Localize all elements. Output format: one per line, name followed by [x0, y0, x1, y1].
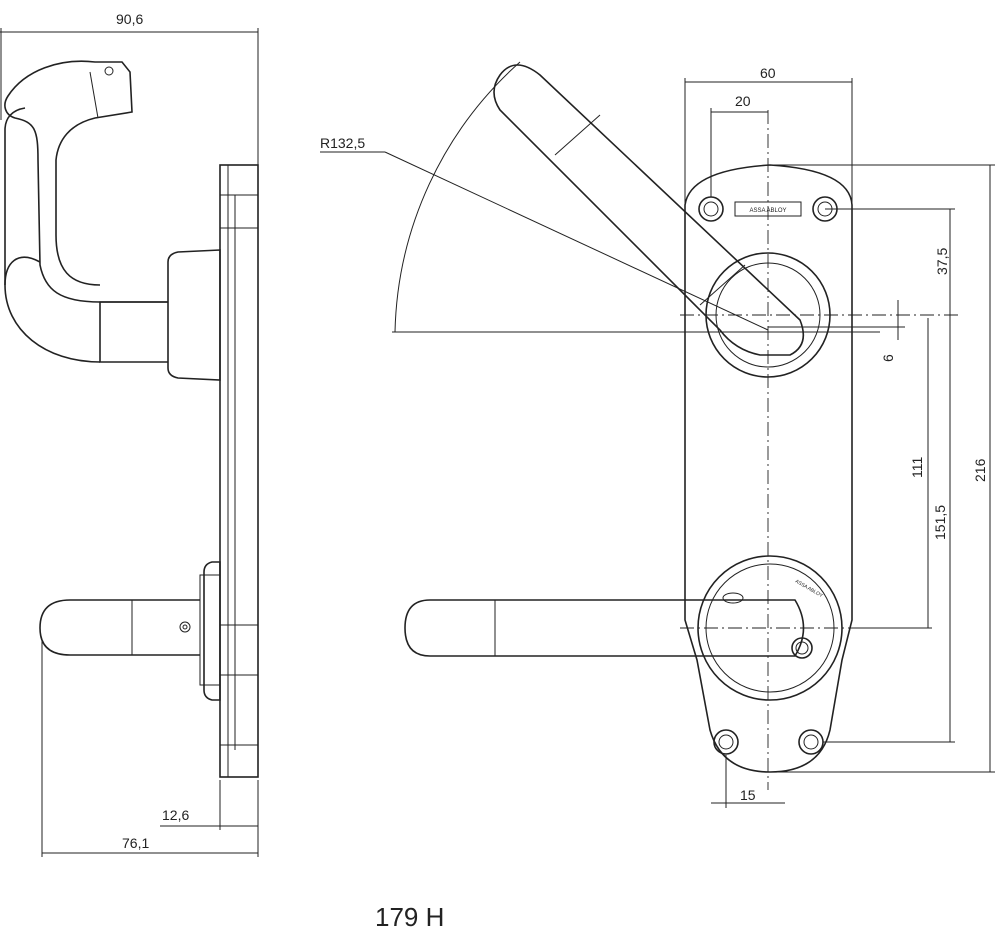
side-bottom-rose — [203, 561, 221, 701]
side-backplate — [219, 164, 259, 778]
front-top-lever-raised — [493, 64, 805, 356]
side-bottom-setscrew — [179, 621, 191, 633]
dim-center-to-center: 151,5 — [932, 505, 948, 540]
dim-spindle-offset: 6 — [880, 354, 896, 362]
model-caption: 179 H — [375, 902, 444, 932]
dim-spindle-to-key: 111 — [909, 457, 925, 478]
side-top-setscrew — [104, 66, 114, 76]
dim-side-width: 90,6 — [116, 11, 143, 27]
screw-bottom-left — [713, 729, 739, 755]
dim-plate-thickness: 12,6 — [162, 807, 189, 823]
side-top-lever — [4, 60, 168, 303]
screw-top-left — [698, 196, 724, 222]
dim-radius: R132,5 — [320, 135, 365, 151]
rosette-mark-text: ASSA ABLOY — [794, 579, 824, 600]
front-bottom-lever — [404, 599, 805, 657]
radius-arc — [394, 61, 521, 333]
side-top-rose — [167, 249, 221, 381]
dim-plate-height: 216 — [972, 458, 988, 482]
front-bottom-rose — [697, 555, 843, 701]
dim-side-projection: 76,1 — [122, 835, 149, 851]
side-top-lever-neck — [99, 301, 168, 363]
dim-bottom-screw-spacing: 15 — [740, 787, 756, 803]
dim-screw-spacing-top: 20 — [735, 93, 751, 109]
front-backplate — [684, 164, 853, 773]
dim-offset-top: 37,5 — [934, 248, 950, 275]
side-bottom-lever — [39, 599, 200, 656]
screw-bottom-right — [798, 729, 824, 755]
side-view: 90,6 76,1 12,6 — [0, 11, 259, 857]
front-view: ASSA ABLOY ASSA ABLOY — [320, 61, 995, 808]
dim-plate-width: 60 — [760, 65, 776, 81]
